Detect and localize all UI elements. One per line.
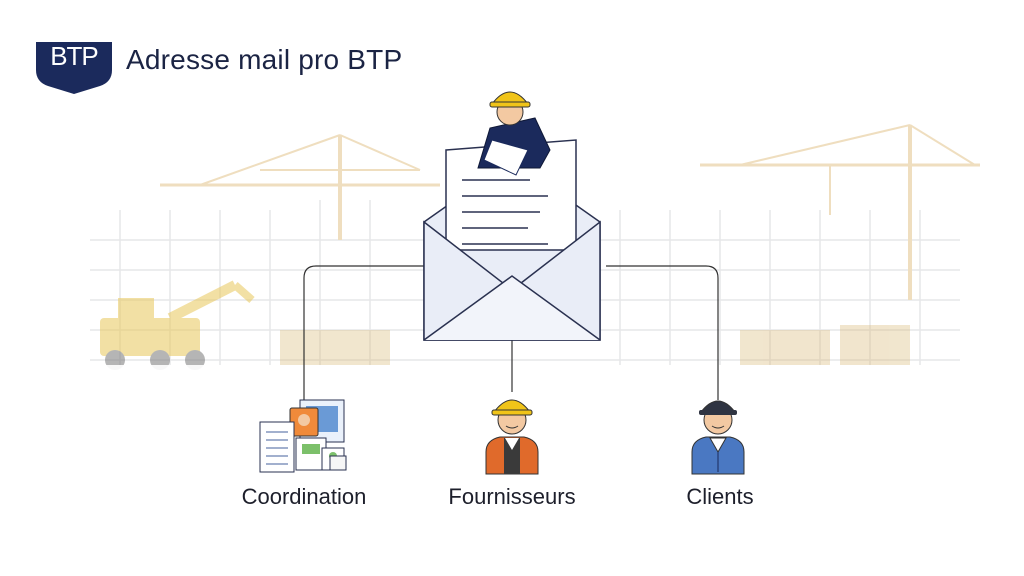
node-label-fournisseurs: Fournisseurs — [448, 484, 576, 509]
excavator-icon — [100, 280, 255, 370]
envelope-icon — [423, 139, 601, 341]
page-title: Adresse mail pro BTP — [126, 44, 403, 75]
node-label-clients: Clients — [686, 484, 754, 509]
construction-background — [90, 124, 980, 365]
supplier-worker-icon — [485, 399, 539, 475]
connector-lines — [303, 265, 719, 400]
shield-logo-icon — [36, 42, 112, 94]
crane-icon — [160, 134, 440, 240]
node-label-coordination: Coordination — [241, 484, 367, 509]
logo-text: BTP — [50, 41, 99, 71]
client-icon — [691, 400, 745, 475]
documents-icon — [259, 399, 347, 473]
worker-icon — [477, 91, 551, 176]
